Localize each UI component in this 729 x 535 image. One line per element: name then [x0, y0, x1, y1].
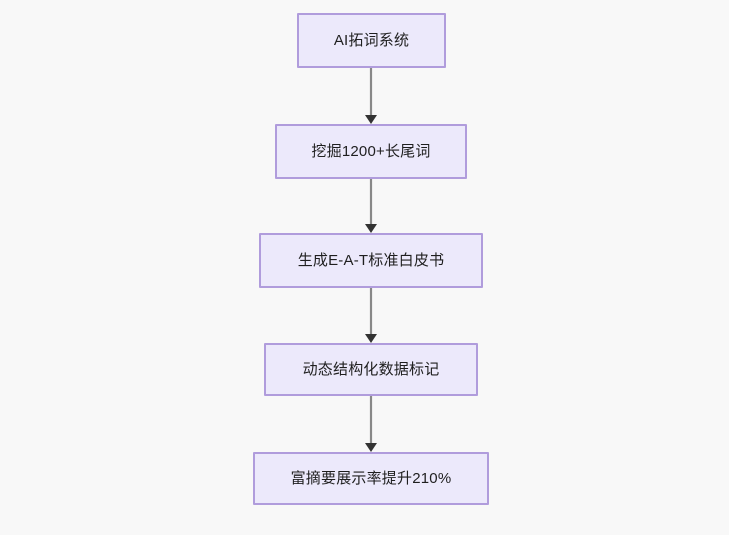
- flow-arrow-n1-to-n2: [361, 68, 381, 124]
- flow-arrow-n2-to-n3: [361, 179, 381, 233]
- flow-node-n2[interactable]: 挖掘1200+长尾词: [275, 124, 467, 179]
- flow-node-label: 动态结构化数据标记: [302, 360, 440, 378]
- flow-arrow-n4-to-n5: [361, 396, 381, 452]
- flow-node-label: 富摘要展示率提升210%: [290, 469, 452, 487]
- flow-node-label: 挖掘1200+长尾词: [311, 142, 431, 160]
- flow-arrow-n3-to-n4: [361, 288, 381, 343]
- flow-node-n5[interactable]: 富摘要展示率提升210%: [253, 452, 489, 505]
- flow-node-n3[interactable]: 生成E-A-T标准白皮书: [259, 233, 483, 288]
- flow-node-n4[interactable]: 动态结构化数据标记: [264, 343, 478, 396]
- flow-node-n1[interactable]: AI拓词系统: [297, 13, 446, 68]
- flow-node-label: 生成E-A-T标准白皮书: [297, 251, 445, 269]
- flow-node-label: AI拓词系统: [333, 31, 410, 49]
